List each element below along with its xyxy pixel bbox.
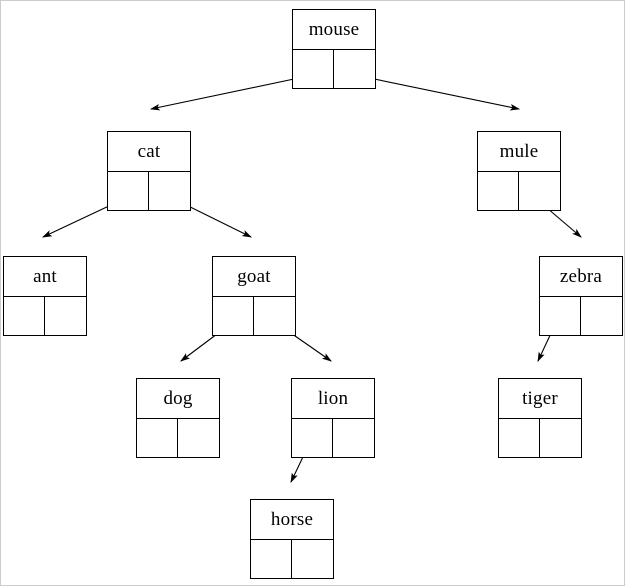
tree-node-left-pointer-ant[interactable] [4,297,45,335]
tree-node-horse[interactable]: horse [250,499,334,579]
tree-node-label-lion: lion [292,379,374,419]
tree-node-left-pointer-cat[interactable] [108,172,149,210]
tree-node-dog[interactable]: dog [136,378,220,458]
tree-node-right-pointer-tiger[interactable] [540,419,581,457]
tree-node-pointers-mule [478,172,560,210]
tree-node-right-pointer-mule[interactable] [519,172,560,210]
tree-node-left-pointer-mouse[interactable] [293,50,334,88]
tree-node-mule[interactable]: mule [477,131,561,211]
tree-node-pointers-dog [137,419,219,457]
tree-node-right-pointer-ant[interactable] [45,297,86,335]
tree-node-right-pointer-zebra[interactable] [581,297,622,335]
tree-node-right-pointer-cat[interactable] [149,172,190,210]
tree-node-left-pointer-dog[interactable] [137,419,178,457]
tree-node-cat[interactable]: cat [107,131,191,211]
tree-node-left-pointer-zebra[interactable] [540,297,581,335]
tree-node-label-zebra: zebra [540,257,622,297]
tree-node-ant[interactable]: ant [3,256,87,336]
tree-node-zebra[interactable]: zebra [539,256,623,336]
tree-node-label-ant: ant [4,257,86,297]
tree-node-right-pointer-goat[interactable] [254,297,295,335]
tree-node-mouse[interactable]: mouse [292,9,376,89]
tree-edge-mouse-left-cat [149,74,314,111]
tree-node-right-pointer-lion[interactable] [333,419,374,457]
tree-node-goat[interactable]: goat [212,256,296,336]
tree-node-right-pointer-dog[interactable] [178,419,219,457]
tree-node-left-pointer-mule[interactable] [478,172,519,210]
tree-node-pointers-horse [251,540,333,578]
tree-node-right-pointer-horse[interactable] [292,540,333,578]
tree-node-pointers-lion [292,419,374,457]
tree-node-pointers-zebra [540,297,622,335]
tree-node-tiger[interactable]: tiger [498,378,582,458]
tree-node-left-pointer-tiger[interactable] [499,419,540,457]
tree-node-label-mule: mule [478,132,560,172]
tree-node-label-cat: cat [108,132,190,172]
tree-node-lion[interactable]: lion [291,378,375,458]
tree-edge-mouse-right-mule [354,74,521,111]
tree-node-pointers-ant [4,297,86,335]
tree-node-left-pointer-horse[interactable] [251,540,292,578]
tree-node-left-pointer-goat[interactable] [213,297,254,335]
tree-node-label-mouse: mouse [293,10,375,50]
tree-node-label-tiger: tiger [499,379,581,419]
tree-node-label-horse: horse [251,500,333,540]
tree-node-label-goat: goat [213,257,295,297]
tree-node-label-dog: dog [137,379,219,419]
tree-node-left-pointer-lion[interactable] [292,419,333,457]
tree-node-pointers-cat [108,172,190,210]
tree-node-right-pointer-mouse[interactable] [334,50,375,88]
tree-node-pointers-tiger [499,419,581,457]
tree-node-pointers-goat [213,297,295,335]
tree-node-pointers-mouse [293,50,375,88]
